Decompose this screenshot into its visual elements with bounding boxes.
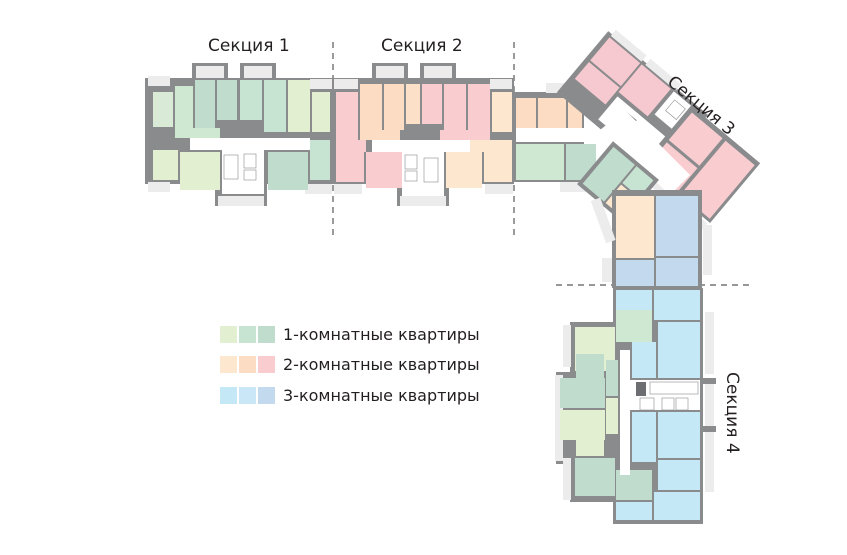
section-1-label: Секция 1 (208, 36, 290, 56)
swatch (220, 387, 237, 404)
swatch (239, 356, 256, 373)
section-4-plan (555, 288, 716, 524)
swatch (220, 326, 237, 343)
legend-label: 3-комнатные квартиры (283, 386, 480, 405)
section-2-plan (333, 63, 514, 206)
swatch (258, 387, 275, 404)
legend-label: 1-комнатные квартиры (283, 325, 480, 344)
swatch (239, 326, 256, 343)
legend-item-3-room: 3-комнатные квартиры (220, 386, 480, 405)
section-4-label: Секция 4 (722, 372, 742, 454)
legend-item-1-room: 1-комнатные квартиры (220, 325, 480, 344)
legend: 1-комнатные квартиры 2-комнатные квартир… (220, 325, 480, 416)
section-1-plan (145, 63, 333, 206)
section-3-plan (514, 29, 761, 288)
swatch (239, 387, 256, 404)
swatch (258, 326, 275, 343)
swatch (258, 356, 275, 373)
section-2-label: Секция 2 (381, 36, 463, 56)
legend-label: 2-комнатные квартиры (283, 355, 480, 374)
swatch (220, 356, 237, 373)
legend-item-2-room: 2-комнатные квартиры (220, 355, 480, 374)
